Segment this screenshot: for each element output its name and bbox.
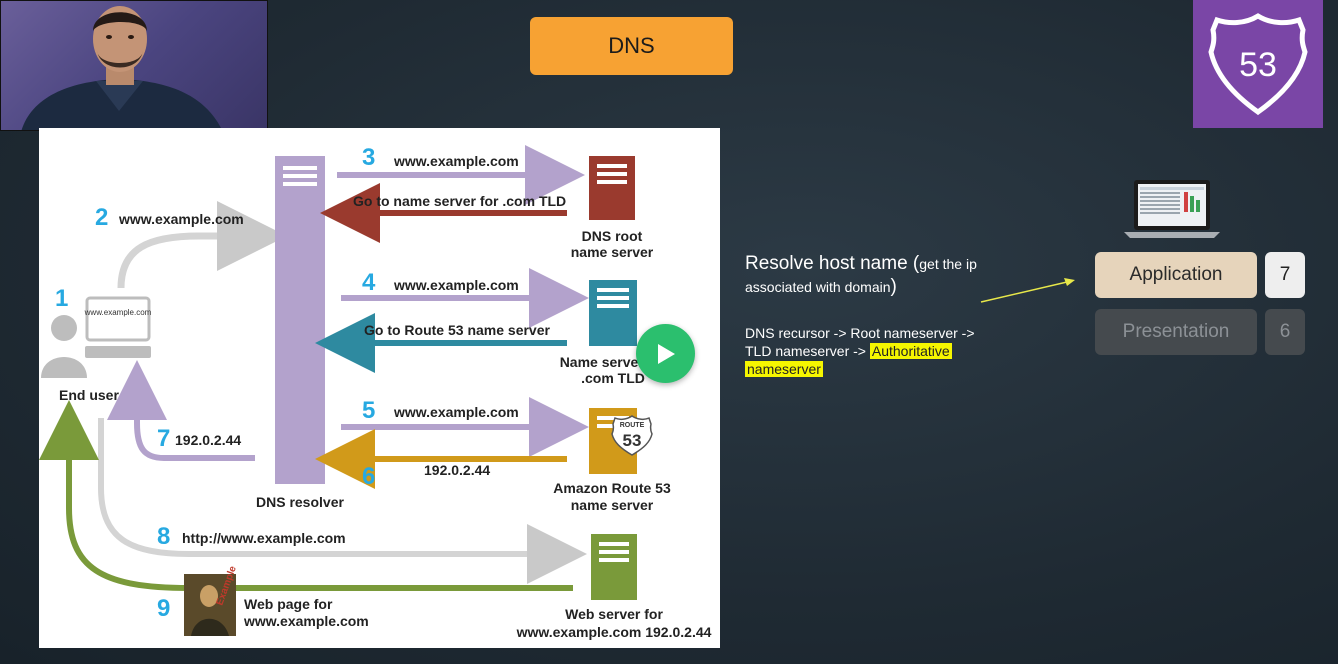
route53-label-2: name server <box>571 497 654 513</box>
step-7-number: 7 <box>157 425 170 452</box>
step-8-number: 8 <box>157 523 170 550</box>
route53-badge-num: 53 <box>623 431 642 450</box>
step-5-label: www.example.com <box>393 404 519 420</box>
step-9-label-1: Web page for <box>244 596 333 612</box>
step-3-reply: Go to name server for .com TLD <box>353 193 566 209</box>
pointer-arrow <box>980 278 1075 303</box>
presenter-webcam <box>0 0 268 131</box>
resolution-chain: DNS recursor -> Root nameserver -> TLD n… <box>745 325 975 377</box>
resolve-heading: Resolve host name (get the ip <box>745 253 977 274</box>
page-title: DNS <box>530 17 733 75</box>
resolve-subheading: associated with domain) <box>745 276 897 297</box>
osi-layer-7-label: Application <box>1095 252 1257 298</box>
dns-resolution-diagram: www.example.com 1 End user 2 www.example… <box>39 128 720 648</box>
tld-label-2: .com TLD <box>581 370 645 386</box>
logo-number: 53 <box>1239 46 1277 84</box>
tld-server-icon <box>589 280 637 346</box>
step-3-label: www.example.com <box>393 153 519 169</box>
step-3-number: 3 <box>362 144 375 171</box>
osi-layer-7: Application 7 <box>1095 252 1305 298</box>
step-2-number: 2 <box>95 204 108 231</box>
end-user-screen-text: www.example.com <box>84 308 152 317</box>
step-7-label: 192.0.2.44 <box>175 432 241 448</box>
step-4-reply: Go to Route 53 name server <box>364 322 551 338</box>
route53-label-1: Amazon Route 53 <box>553 480 671 496</box>
step-1-number: 1 <box>55 285 68 312</box>
dns-resolver-column <box>275 156 325 484</box>
webserver-label-2: www.example.com 192.0.2.44 <box>516 624 712 640</box>
highlight-authoritative: Authoritative <box>869 343 952 359</box>
highlight-nameserver: nameserver <box>745 361 823 377</box>
route53-server-icon: ROUTE 53 <box>589 408 653 474</box>
osi-layer-7-number: 7 <box>1265 252 1305 298</box>
resolver-label: DNS resolver <box>256 494 344 510</box>
notes-panel: Resolve host name (get the ip associated… <box>745 252 1065 378</box>
step-5-number: 5 <box>362 397 375 424</box>
step-6-number: 6 <box>362 463 375 490</box>
osi-layer-6-label: Presentation <box>1095 309 1257 355</box>
webserver-label-1: Web server for <box>565 606 663 622</box>
step-4-number: 4 <box>362 269 376 296</box>
step-2-label: www.example.com <box>118 211 244 227</box>
play-button[interactable] <box>636 324 695 383</box>
root-label-1: DNS root <box>582 228 643 244</box>
root-label-2: name server <box>571 244 654 260</box>
route53-logo: 53 <box>1193 0 1323 128</box>
play-icon <box>657 343 675 364</box>
step-6-label: 192.0.2.44 <box>424 462 490 478</box>
step-4-label: www.example.com <box>393 277 519 293</box>
osi-layer-6-number: 6 <box>1265 309 1305 355</box>
web-server-icon <box>591 534 637 600</box>
dns-root-server-icon <box>589 156 635 220</box>
step-9-label-2: www.example.com <box>243 613 369 629</box>
mona-lisa-thumbnail: Example <box>184 564 239 636</box>
step-8-label: http://www.example.com <box>182 530 346 546</box>
laptop-icon <box>1124 178 1220 240</box>
end-user-icon: www.example.com <box>41 296 152 378</box>
osi-layer-6: Presentation 6 <box>1095 309 1305 355</box>
route53-badge-top: ROUTE <box>620 422 645 429</box>
end-user-label: End user <box>59 387 119 403</box>
step-9-number: 9 <box>157 595 170 622</box>
